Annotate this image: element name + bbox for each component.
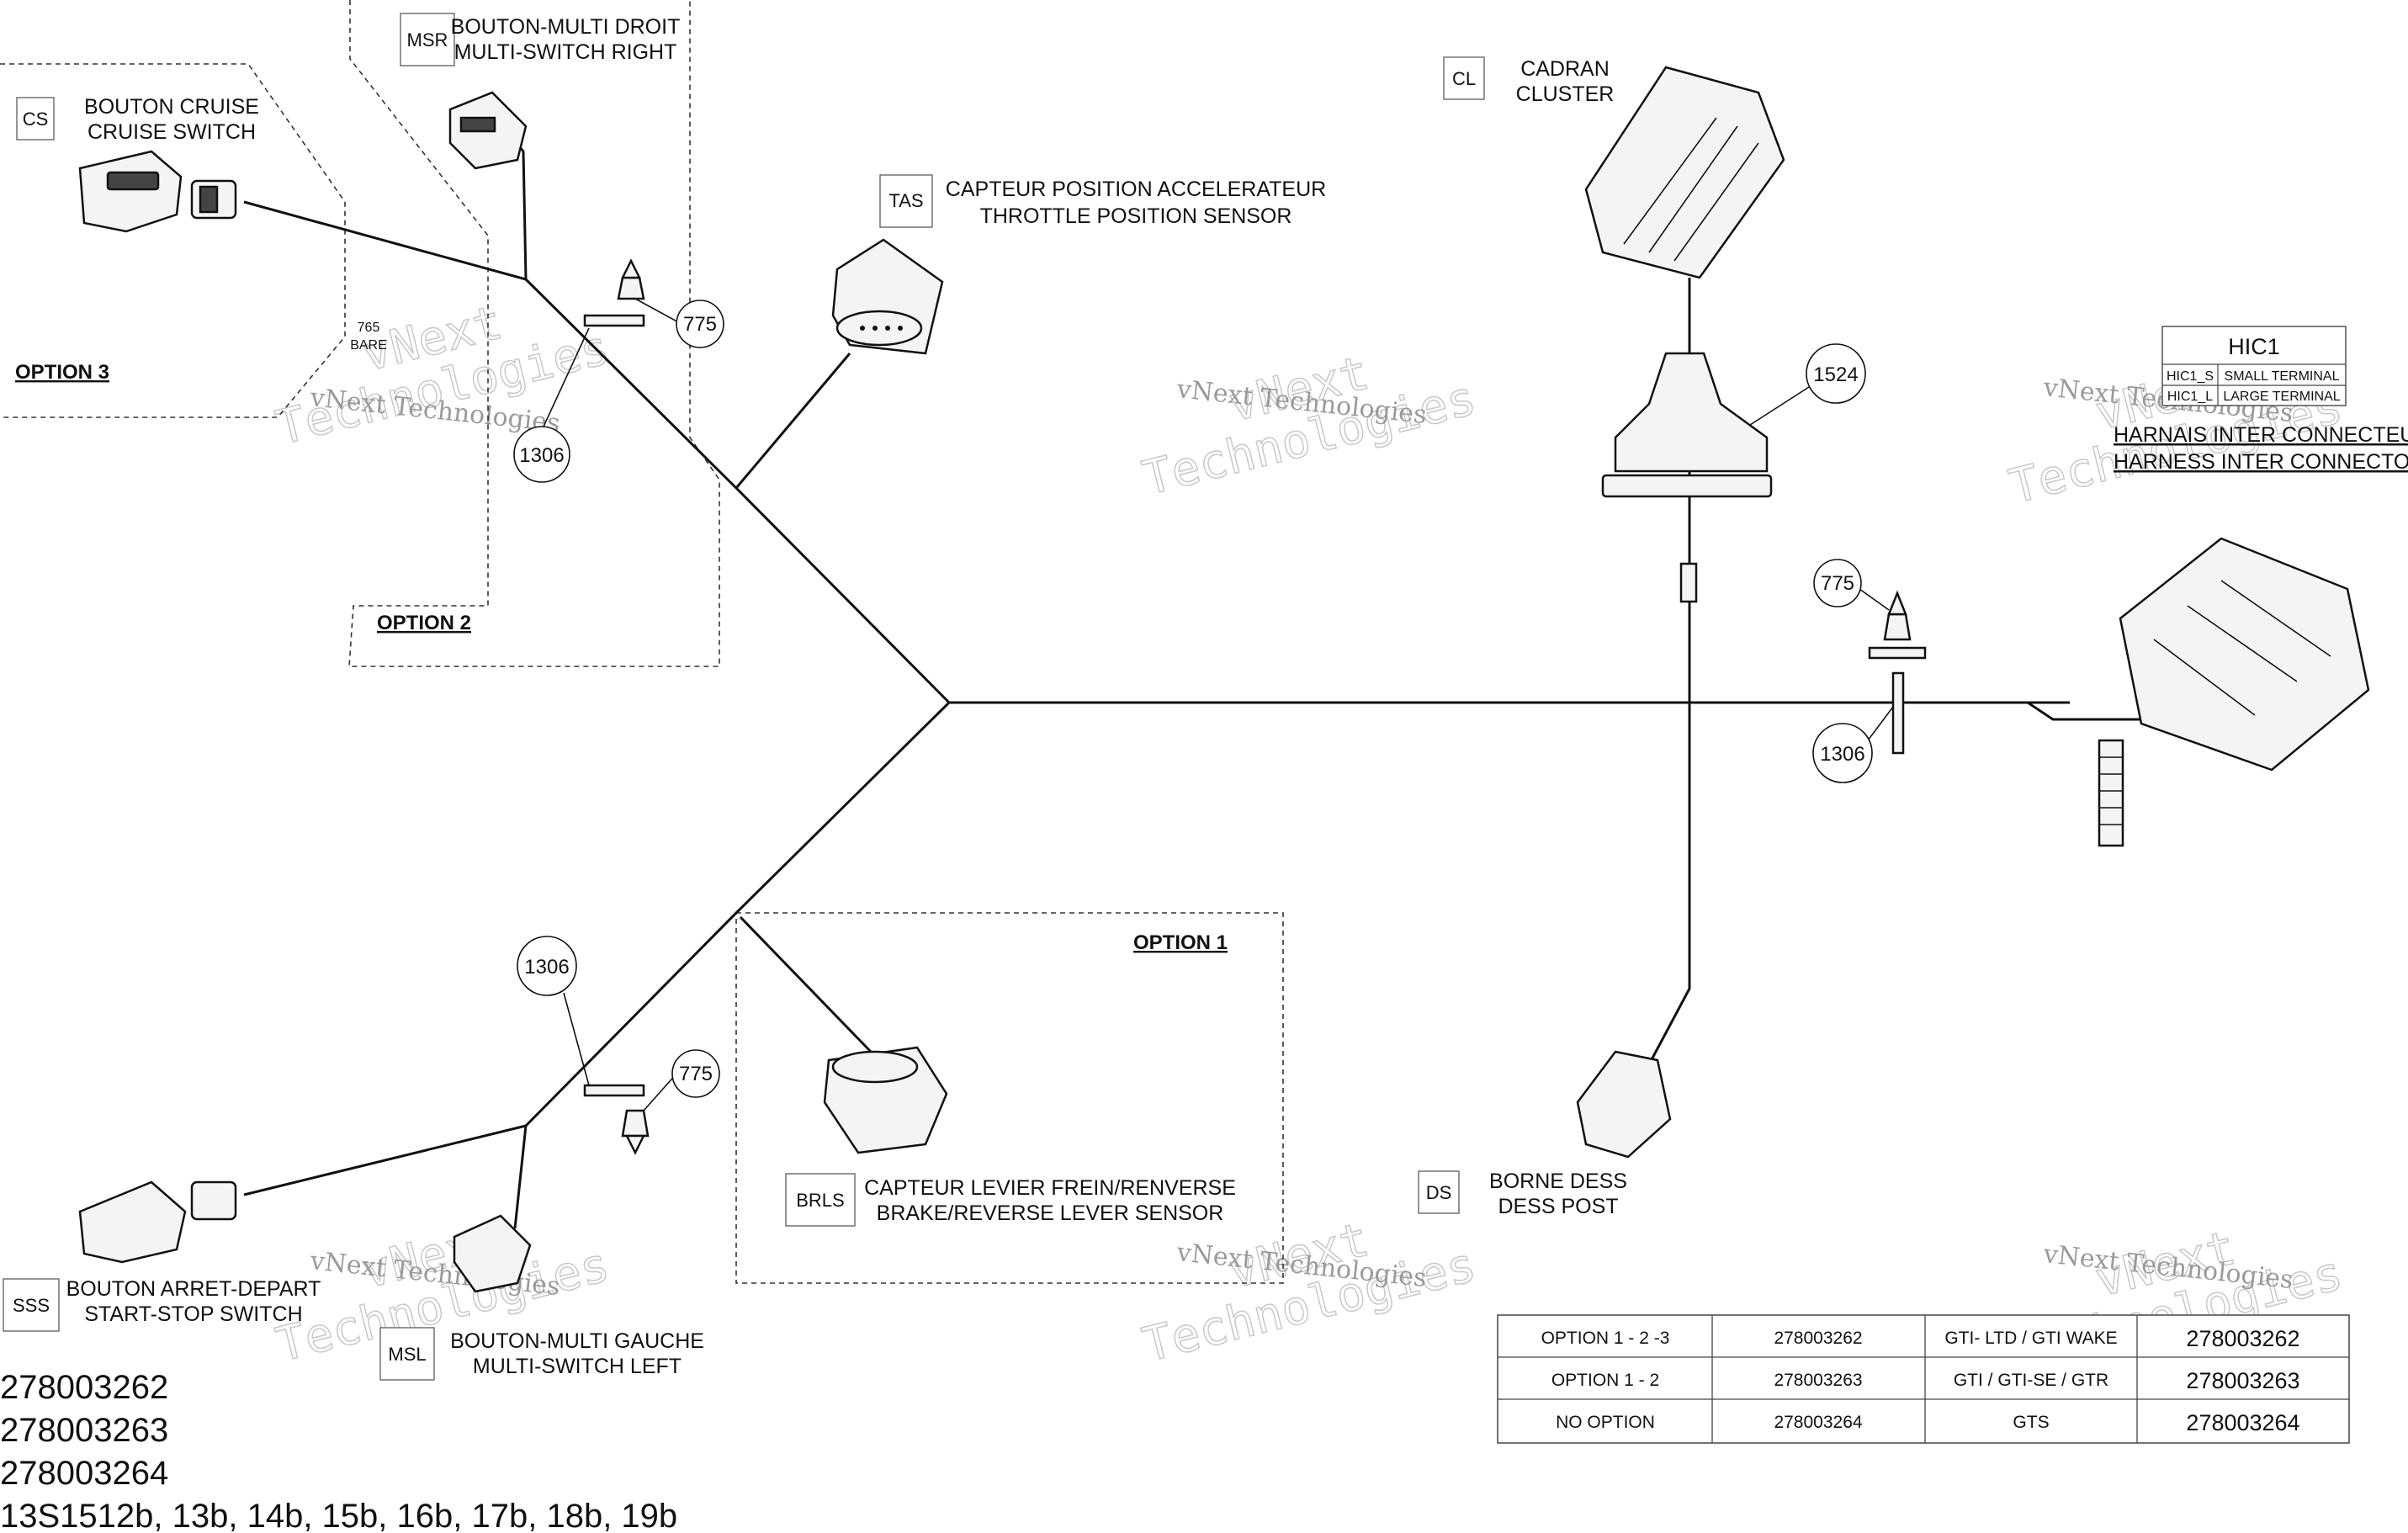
table-part-big: 278003264 — [2186, 1410, 2299, 1435]
multi-switch-left-connector — [453, 1214, 532, 1293]
ref-circle-1306-right: 1306 — [1812, 706, 1894, 783]
hic-table-title: HIC1 — [2228, 334, 2280, 359]
brls-code: BRLS — [796, 1190, 844, 1211]
ref-label: 775 — [679, 1063, 713, 1085]
cl-code: CL — [1452, 68, 1476, 89]
grommet — [1601, 352, 1773, 603]
option-part-table: OPTION 1 - 2 -3 278003262 GTI- LTD / GTI… — [1497, 1314, 2350, 1444]
dess-post-connector — [1576, 1050, 1672, 1159]
hic-row-desc: LARGE TERMINAL — [2223, 390, 2340, 404]
ref-label: 775 — [1821, 572, 1854, 595]
start-stop-switch-connector — [78, 1180, 237, 1264]
cs-code: CS — [23, 109, 49, 130]
option1-label: OPTION 1 — [1133, 931, 1228, 954]
table-option: OPTION 1 - 2 — [1551, 1371, 1659, 1390]
fastener-top — [583, 258, 645, 327]
table-part-big: 278003262 — [2186, 1326, 2299, 1351]
cs-label-en: CRUISE SWITCH — [88, 120, 256, 144]
msl-code-box — [379, 1327, 435, 1381]
ref-circle-1306-bottom: 1306 — [517, 936, 590, 1086]
ref-circle-775-top: 775 — [634, 298, 724, 348]
harness-inter-connector — [2098, 537, 2370, 847]
multi-switch-right-connector — [448, 91, 528, 170]
sss-label-fr: BOUTON ARRET-DEPART — [66, 1277, 321, 1301]
cs-label-fr: BOUTON CRUISE — [84, 95, 259, 119]
fastener-bottom — [583, 1084, 650, 1155]
cl-label-en: CLUSTER — [1516, 82, 1615, 106]
msr-code: MSR — [407, 29, 448, 50]
table-option: NO OPTION — [1556, 1413, 1655, 1432]
tas-code: TAS — [888, 190, 923, 211]
cluster-connector — [1584, 66, 1785, 279]
ref-label: 1306 — [519, 444, 564, 467]
part-number-line: 278003264 — [0, 1455, 168, 1492]
harness-wires — [243, 138, 2154, 1229]
ref-label: 775 — [683, 313, 717, 336]
hic-label-fr: HARNAIS INTER CONNECTEUR — [2114, 423, 2408, 447]
brls-code-box — [785, 1173, 856, 1227]
msl-label-fr: BOUTON-MULTI GAUCHE — [450, 1329, 704, 1353]
table-models: GTS — [2013, 1413, 2049, 1432]
option2-region — [348, 0, 720, 667]
figure-reference: 13S1512b, 13b, 14b, 15b, 16b, 17b, 18b, … — [0, 1498, 677, 1533]
sss-label-en: START-STOP SWITCH — [84, 1302, 302, 1326]
table-models: GTI- LTD / GTI WAKE — [1944, 1329, 2117, 1348]
option2-label: OPTION 2 — [377, 612, 471, 634]
table-part: 278003264 — [1774, 1413, 1862, 1432]
hic-row-code: HIC1_S — [2167, 369, 2214, 384]
ref-circle-1306-top: 1306 — [513, 327, 590, 483]
part-number-line: 278003262 — [0, 1369, 168, 1406]
part-number-line: 278003263 — [0, 1412, 168, 1449]
ref-circle-775-right: 775 — [1813, 559, 1890, 611]
cl-code-box — [1443, 56, 1485, 100]
msr-label-fr: BOUTON-MULTI DROIT — [451, 15, 681, 39]
table-part: 278003263 — [1774, 1371, 1862, 1390]
msr-label-en: MULTI-SWITCH RIGHT — [454, 40, 677, 64]
bare-note-number: 765 — [358, 321, 380, 335]
fastener-right — [1868, 590, 1927, 755]
cl-label-fr: CADRAN — [1520, 57, 1610, 81]
brls-label-fr: CAPTEUR LEVIER FREIN/RENVERSE — [864, 1176, 1236, 1200]
ds-code: DS — [1426, 1182, 1452, 1203]
hic-label-en: HARNESS INTER CONNECTOR — [2114, 450, 2408, 474]
ds-label-en: DESS POST — [1498, 1195, 1618, 1218]
table-option: OPTION 1 - 2 -3 — [1541, 1329, 1670, 1348]
throttle-sensor-connector — [831, 238, 944, 355]
tas-code-box — [879, 174, 933, 228]
tas-label-en: THROTTLE POSITION SENSOR — [980, 204, 1292, 228]
ref-label: 1306 — [524, 956, 569, 979]
tas-label-fr: CAPTEUR POSITION ACCELERATEUR — [946, 178, 1326, 201]
hic-terminal-table: HIC1 HIC1_S SMALL TERMINAL HIC1_L LARGE … — [2161, 326, 2347, 406]
ref-label: 1524 — [1813, 363, 1858, 386]
ds-code-box — [1418, 1170, 1460, 1214]
cs-code-box — [16, 97, 55, 141]
table-part-big: 278003263 — [2186, 1368, 2299, 1393]
msl-code: MSL — [388, 1344, 426, 1365]
hic-row-code: HIC1_L — [2167, 390, 2213, 404]
option3-label: OPTION 3 — [15, 361, 109, 384]
table-models: GTI / GTI-SE / GTR — [1954, 1371, 2108, 1390]
msr-code-box — [400, 13, 455, 66]
brake-reverse-sensor-connector — [823, 1046, 948, 1154]
sss-code-box — [3, 1278, 60, 1332]
watermark-group: Technologies vNext vNext Technologies Te… — [270, 294, 2348, 1382]
ds-label-fr: BORNE DESS — [1489, 1170, 1627, 1193]
option1-region — [735, 912, 1284, 1284]
brls-label-en: BRAKE/REVERSE LEVER SENSOR — [877, 1201, 1224, 1225]
ref-circle-775-bottom: 775 — [643, 1049, 720, 1111]
cruise-switch-connector — [78, 150, 237, 233]
msl-label-en: MULTI-SWITCH LEFT — [473, 1355, 682, 1378]
ref-circle-1524: 1524 — [1749, 343, 1866, 426]
option3-region — [0, 63, 346, 418]
sss-code: SSS — [13, 1295, 50, 1316]
ref-label: 1306 — [1820, 743, 1864, 766]
table-part: 278003262 — [1774, 1329, 1862, 1348]
bare-note-word: BARE — [350, 338, 387, 353]
hic-row-desc: SMALL TERMINAL — [2225, 369, 2340, 384]
